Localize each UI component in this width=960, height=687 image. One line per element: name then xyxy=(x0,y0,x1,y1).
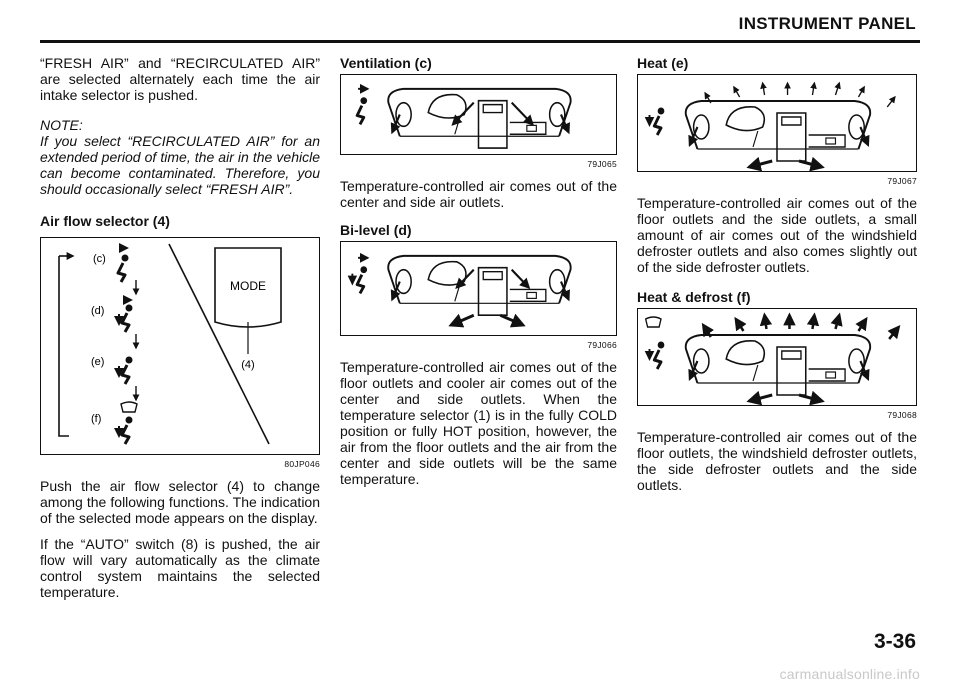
mode-button-label: MODE xyxy=(230,279,266,293)
heat-person-icon xyxy=(652,106,666,137)
intro-paragraph: “FRESH AIR” and “RECIRCULATED AIR” are s… xyxy=(40,55,320,103)
mode-diagram: (c) (d) (e) (f) MODE (4) xyxy=(58,243,282,446)
heat-defrost-text: Temperature-controlled air comes out of … xyxy=(637,429,917,493)
bilevel-text: Temperature-controlled air comes out of … xyxy=(340,359,617,487)
mode-label-c: (c) xyxy=(93,253,106,265)
defrost-icon xyxy=(120,401,138,413)
heat-defrost-person-icon xyxy=(652,340,666,371)
header-rule xyxy=(40,40,920,43)
ventilation-code: 79J065 xyxy=(587,159,617,169)
ventilation-figure xyxy=(340,74,617,155)
bilevel-heading: Bi-level (d) xyxy=(340,222,412,238)
ventilation-person-icon xyxy=(355,95,369,126)
watermark: carmanualsonline.info xyxy=(779,666,920,682)
bilevel-mode-icon xyxy=(120,303,134,334)
mode-button-outline xyxy=(214,247,282,328)
ventilation-heading: Ventilation (c) xyxy=(340,55,432,71)
heat-defrost-heading: Heat & defrost (f) xyxy=(637,289,751,305)
heat-code: 79J067 xyxy=(887,176,917,186)
auto-paragraph: If the “AUTO” switch (8) is pushed, the … xyxy=(40,536,320,600)
figure-code: 80JP046 xyxy=(284,459,320,469)
mode-label-f: (f) xyxy=(91,413,101,425)
note-label: NOTE: xyxy=(40,117,83,133)
air-flow-selector-heading: Air flow selector (4) xyxy=(40,213,170,229)
mode-label-d: (d) xyxy=(91,305,104,317)
heat-defrost-mode-icon xyxy=(120,415,134,446)
vent-mode-icon xyxy=(116,253,130,284)
bilevel-code: 79J066 xyxy=(587,340,617,350)
heat-mode-icon xyxy=(120,355,134,386)
page-number: 3-36 xyxy=(873,630,916,653)
heat-defrost-code: 79J068 xyxy=(887,410,917,420)
selector-number-label: (4) xyxy=(241,359,254,371)
heat-heading: Heat (e) xyxy=(637,55,689,71)
heat-defrost-figure xyxy=(637,308,917,406)
selector-paragraph: Push the air flow selector (4) to change… xyxy=(40,478,320,526)
column-right: Heat (e) 79J067 Temperature-controlled a… xyxy=(637,55,917,493)
heat-diagram xyxy=(644,81,896,171)
heat-text: Temperature-controlled air comes out of … xyxy=(637,195,917,275)
heat-defrost-diagram xyxy=(644,312,901,405)
ventilation-diagram xyxy=(355,83,572,150)
column-middle: Ventilation (c) 79J065 Temperature-contr… xyxy=(340,55,617,487)
heat-figure xyxy=(637,74,917,172)
page-header-title: INSTRUMENT PANEL xyxy=(738,14,916,33)
heat-defrost-windshield-icon xyxy=(644,316,662,328)
mode-label-e: (e) xyxy=(91,356,104,368)
bilevel-person-icon xyxy=(355,264,369,295)
air-flow-selector-figure: (c) (d) (e) (f) MODE (4) xyxy=(40,237,320,455)
bilevel-diagram xyxy=(347,252,572,328)
note-text: If you select “RECIRCULATED AIR” for an … xyxy=(40,133,320,197)
ventilation-text: Temperature-controlled air comes out of … xyxy=(340,178,617,210)
bilevel-figure xyxy=(340,241,617,336)
column-left: “FRESH AIR” and “RECIRCULATED AIR” are s… xyxy=(40,55,320,600)
